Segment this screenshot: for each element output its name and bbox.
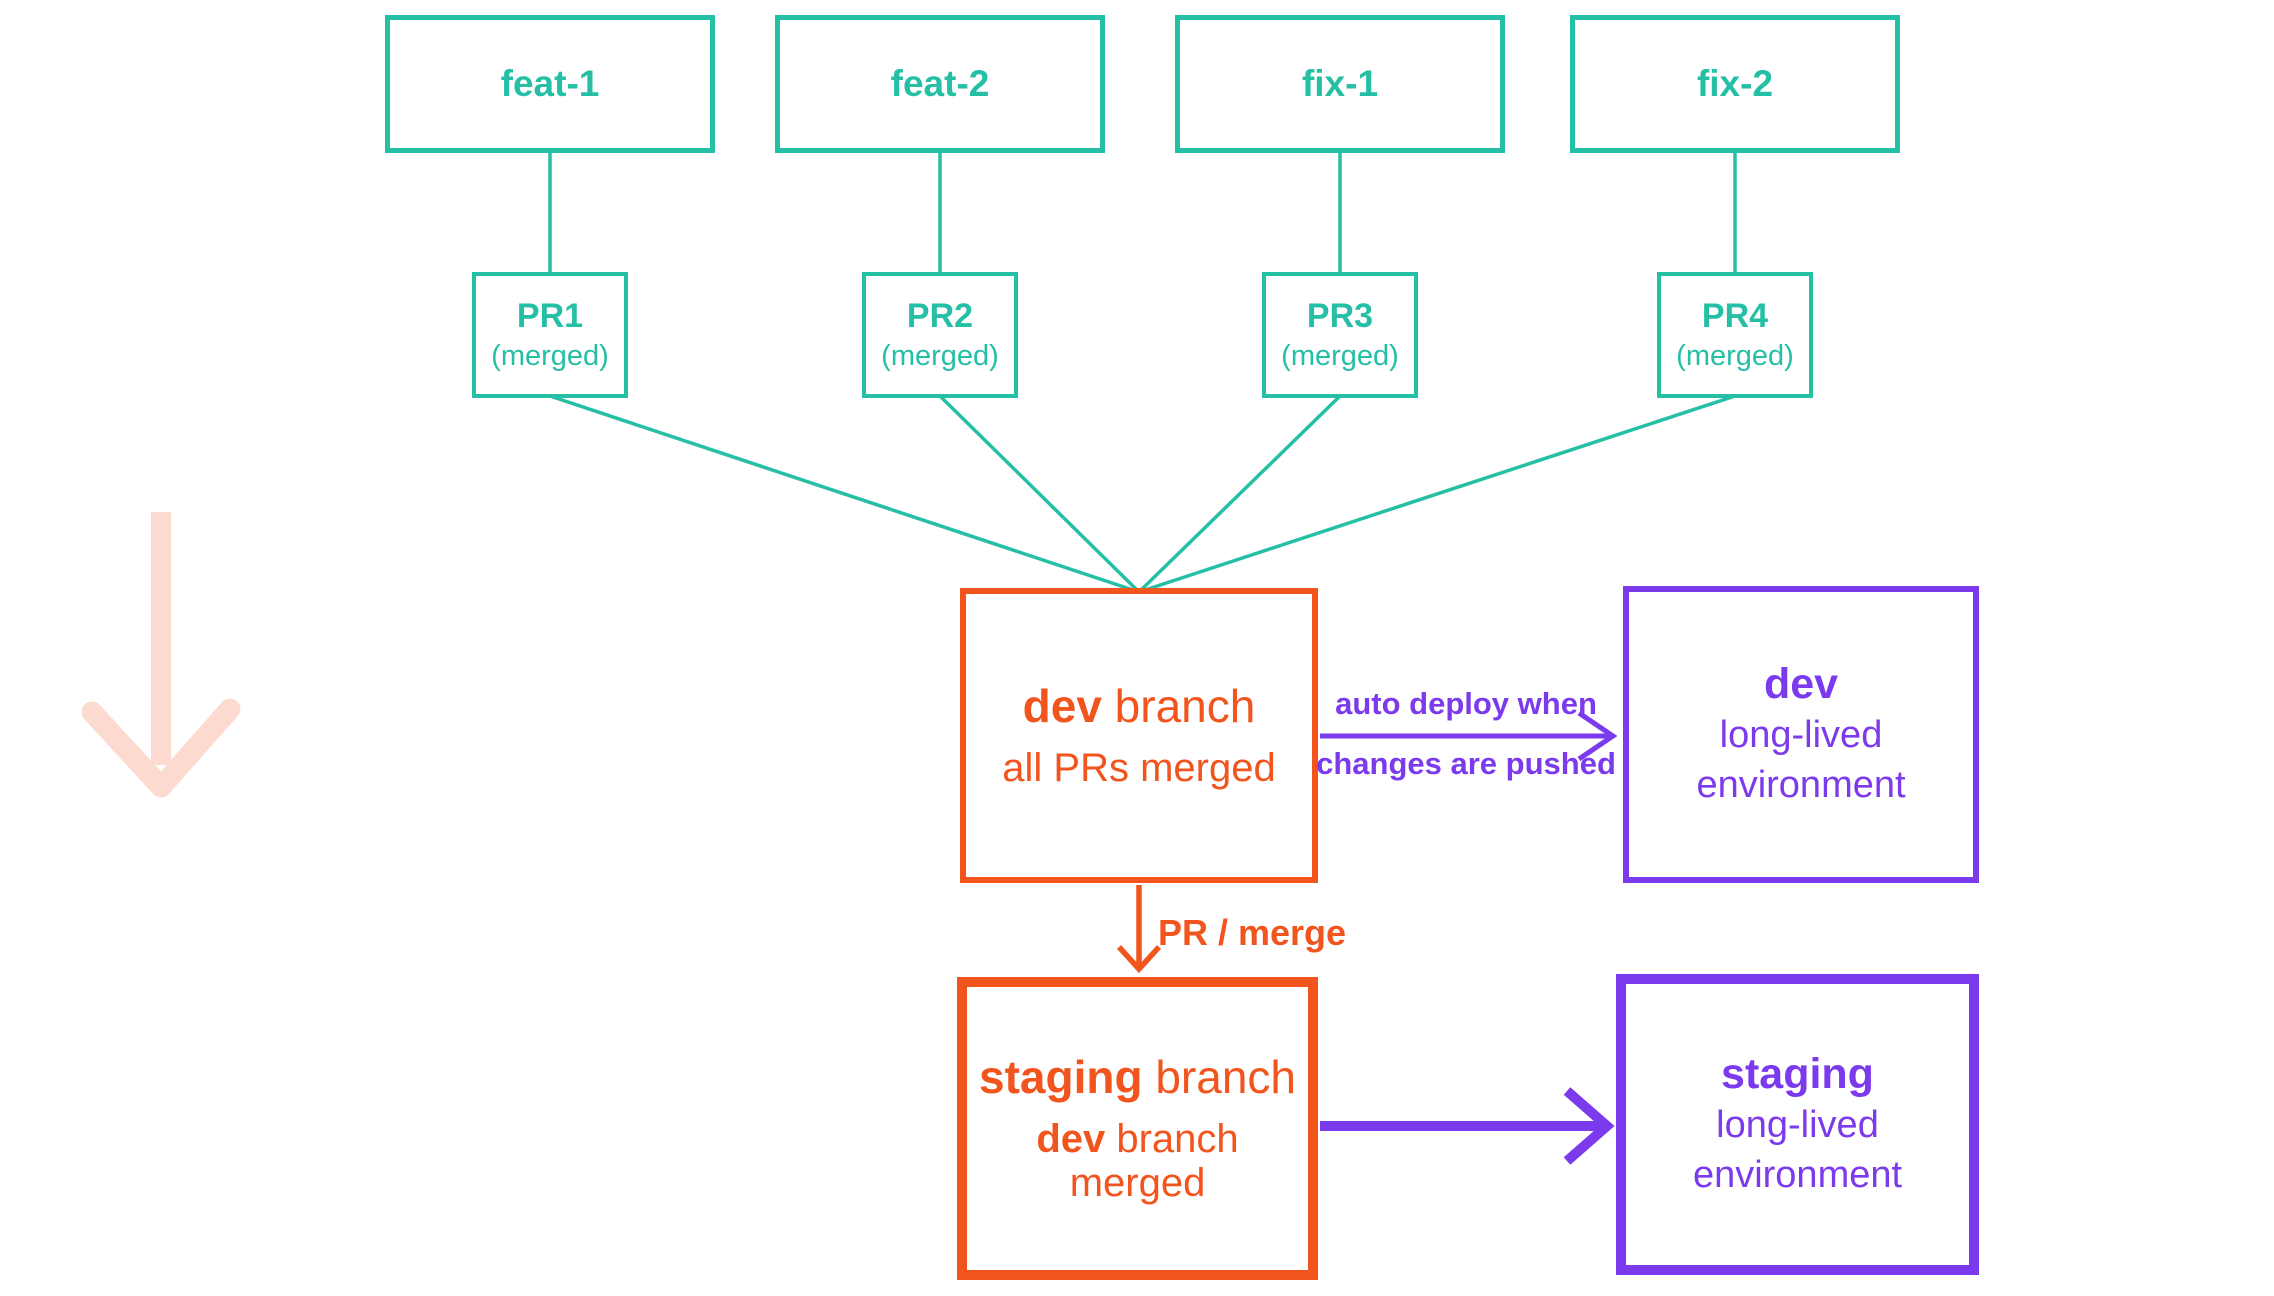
branch-box-feat-1: feat-1 <box>385 15 715 153</box>
pr-merge-label: PR / merge <box>1158 912 1347 953</box>
staging-branch-title: staging branch <box>979 1052 1296 1103</box>
staging-branch-name-suffix: branch <box>1142 1051 1296 1104</box>
pr-title-2: PR2 <box>906 296 974 335</box>
staging-environment-line1: long-lived <box>1716 1104 1879 1147</box>
staging-branch-subtitle-rest: branch merged <box>1069 1116 1239 1205</box>
flow-direction-down-arrow <box>81 512 241 798</box>
dev-environment-box: dev long-lived environment <box>1623 586 1979 883</box>
pr-status-3: (merged) <box>1281 339 1399 372</box>
branch-label-feat-1: feat-1 <box>500 63 600 104</box>
pr-status-2: (merged) <box>881 339 999 372</box>
dev-environment-line1: long-lived <box>1719 714 1883 757</box>
dev-environment-name: dev <box>1763 659 1839 708</box>
merge-line-pr4-to-dev <box>1138 394 1736 594</box>
pr-box-1: PR1 (merged) <box>472 272 628 398</box>
branch-label-fix-1: fix-1 <box>1301 63 1379 104</box>
pr-title-1: PR1 <box>516 296 584 335</box>
pr-title-3: PR3 <box>1306 296 1374 335</box>
staging-deploy-arrow <box>1320 1087 1615 1165</box>
merge-line-pr3-to-dev <box>1137 394 1342 594</box>
dev-branch-name-suffix: branch <box>1101 680 1256 733</box>
pr-merge-arrow-head <box>1116 945 1162 974</box>
dev-branch-name: dev <box>1022 680 1102 733</box>
down-arrow-head <box>81 698 241 798</box>
staging-branch-subtitle: dev branch merged <box>967 1117 1308 1205</box>
branch-label-feat-2: feat-2 <box>890 63 990 104</box>
staging-branch-box: staging branch dev branch merged <box>957 977 1318 1280</box>
merge-line-pr1-to-dev <box>549 394 1140 594</box>
staging-deploy-arrow-head <box>1563 1087 1615 1165</box>
auto-deploy-label-line2: changes are pushed <box>1316 746 1616 781</box>
dev-branch-box: dev branch all PRs merged <box>960 588 1318 883</box>
auto-deploy-arrow-head <box>1577 710 1618 762</box>
branch-box-fix-2: fix-2 <box>1570 15 1900 153</box>
branch-box-fix-1: fix-1 <box>1175 15 1505 153</box>
branch-label-fix-2: fix-2 <box>1696 63 1774 104</box>
dev-branch-subtitle: all PRs merged <box>1002 745 1276 790</box>
dev-environment-line2: environment <box>1696 764 1906 807</box>
staging-environment-box: staging long-lived environment <box>1616 974 1979 1275</box>
pr-box-3: PR3 (merged) <box>1262 272 1418 398</box>
auto-deploy-arrow <box>1320 710 1618 762</box>
staging-branch-subtitle-bold: dev <box>1036 1116 1106 1161</box>
pr-merge-arrow <box>1116 885 1162 974</box>
staging-branch-name: staging <box>979 1051 1143 1104</box>
pr-box-4: PR4 (merged) <box>1657 272 1813 398</box>
pr-box-2: PR2 (merged) <box>862 272 1018 398</box>
staging-environment-name: staging <box>1721 1049 1874 1098</box>
pr-status-4: (merged) <box>1676 339 1794 372</box>
merge-line-pr2-to-dev <box>938 394 1141 594</box>
branch-box-feat-2: feat-2 <box>775 15 1105 153</box>
auto-deploy-label-line1: auto deploy when <box>1335 686 1597 721</box>
staging-environment-line2: environment <box>1692 1154 1903 1197</box>
dev-branch-title: dev branch <box>1023 681 1256 732</box>
pr-title-4: PR4 <box>1701 296 1769 335</box>
pr-status-1: (merged) <box>491 339 609 372</box>
